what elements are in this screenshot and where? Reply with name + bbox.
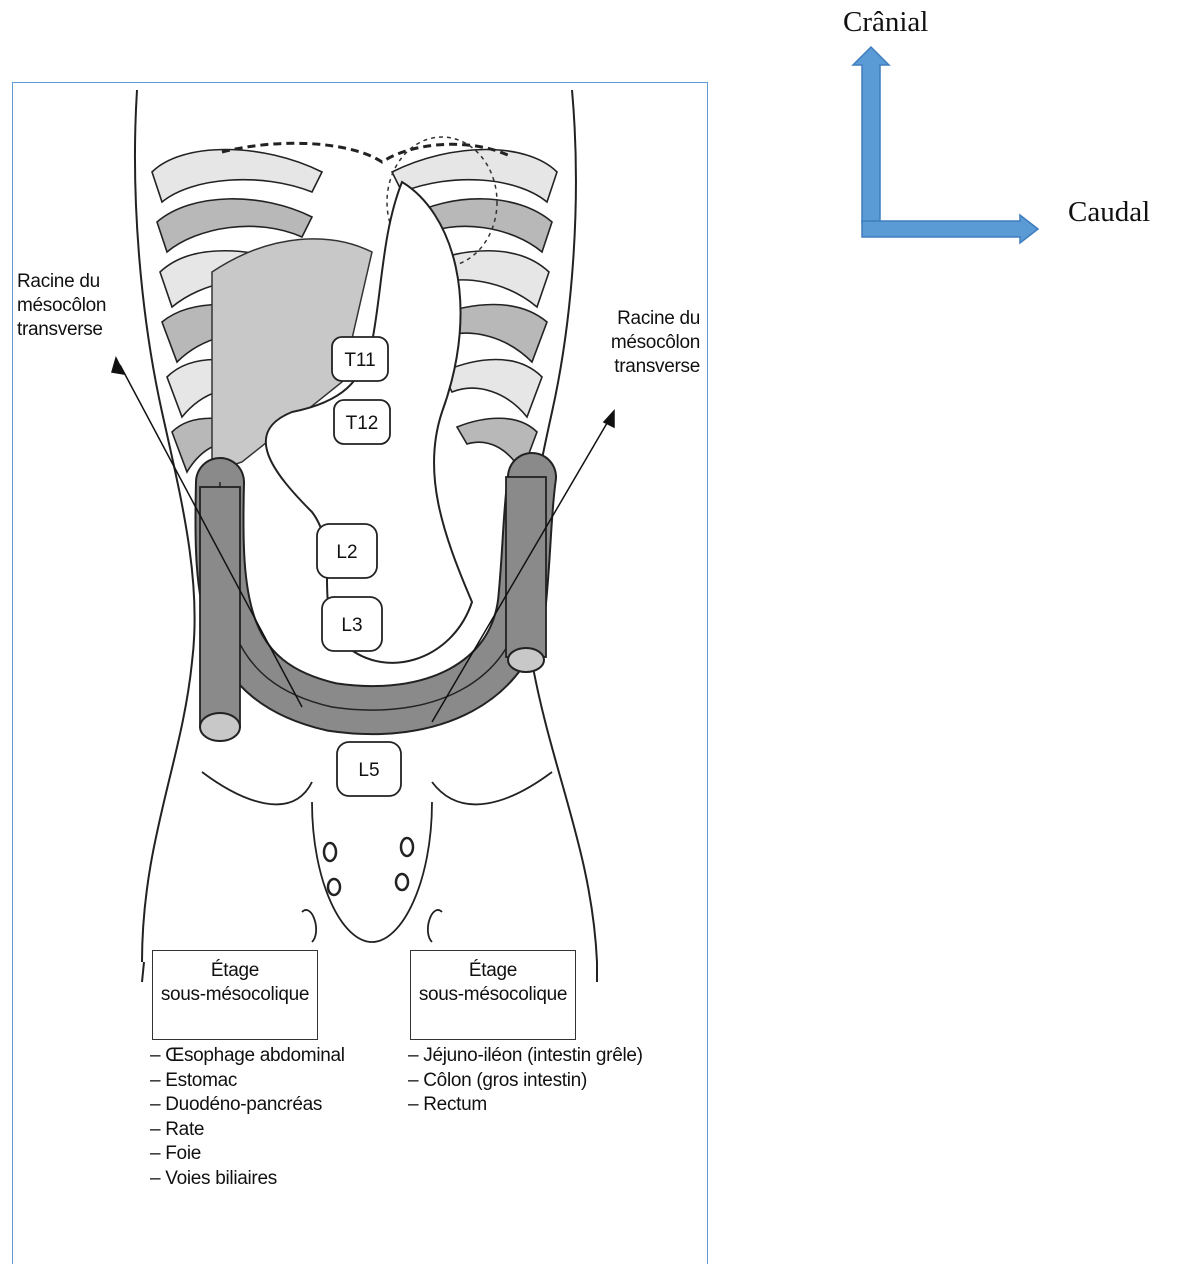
list-item: Rectum [408, 1093, 643, 1118]
list-item: Œsophage abdominal [150, 1044, 345, 1069]
right-root-label: Racine du mésocôlon transverse [606, 307, 700, 379]
list-item: Estomac [150, 1069, 345, 1094]
vertebra-t11: T11 [344, 350, 375, 371]
stage-box-left: Étage sous-mésocolique [152, 950, 318, 1040]
list-item: Rate [150, 1118, 345, 1143]
vertebra-l5: L5 [358, 760, 379, 781]
stage-box-right: Étage sous-mésocolique [410, 950, 576, 1040]
stage-right-subtitle: sous-mésocolique [411, 983, 575, 1007]
list-item: Duodéno-pancréas [150, 1093, 345, 1118]
left-root-label: Racine du mésocôlon transverse [17, 270, 106, 342]
rib-left-1 [152, 150, 322, 203]
sacrum [312, 802, 432, 942]
vertebra-t12: T12 [346, 413, 379, 434]
up-arrow [853, 47, 889, 223]
list-item: Voies biliaires [150, 1167, 345, 1192]
pelvis-left [202, 772, 312, 804]
organ-list-left: Œsophage abdominal Estomac Duodéno-pancr… [150, 1044, 345, 1191]
vertebra-l3: L3 [341, 615, 362, 636]
orientation-arrows [820, 35, 1060, 245]
list-item: Jéjuno-iléon (intestin grêle) [408, 1044, 643, 1069]
stage-left-title: Étage [153, 959, 317, 983]
stage-left-subtitle: sous-mésocolique [153, 983, 317, 1007]
vertebra-l2: L2 [336, 542, 357, 563]
stage-right-title: Étage [411, 959, 575, 983]
caudal-axis-label: Caudal [1068, 196, 1150, 229]
pelvis-right [432, 772, 552, 804]
organ-list-right: Jéjuno-iléon (intestin grêle) Côlon (gro… [408, 1044, 643, 1118]
list-item: Côlon (gros intestin) [408, 1069, 643, 1094]
list-item: Foie [150, 1142, 345, 1167]
right-arrow [862, 215, 1038, 243]
rib-right-5 [442, 360, 542, 418]
